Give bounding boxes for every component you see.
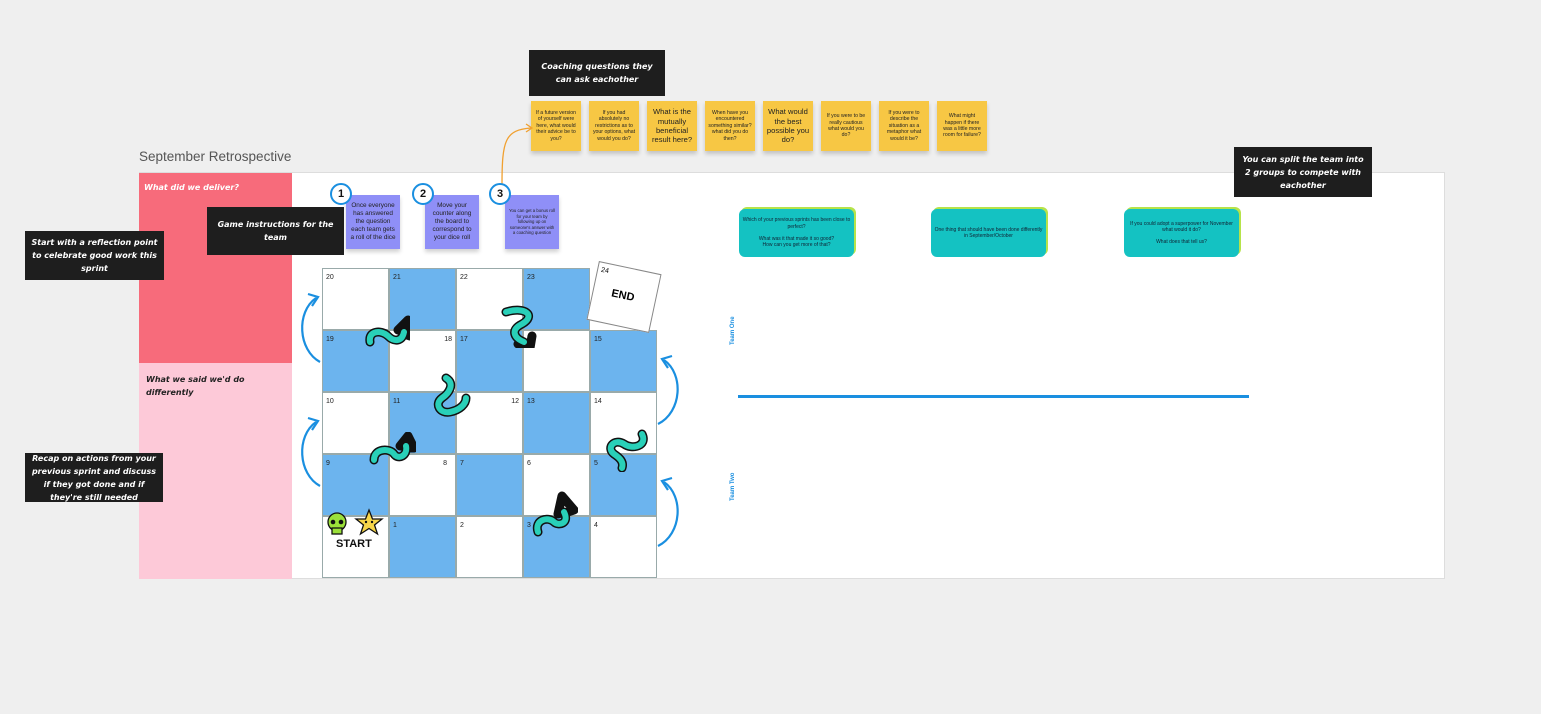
snake-icon bbox=[532, 491, 578, 537]
cell-number: 18 bbox=[444, 336, 452, 343]
star-counter-icon[interactable] bbox=[354, 508, 384, 536]
coaching-sticky[interactable]: What is the mutually beneficial result h… bbox=[647, 101, 697, 151]
step-number-badge: 3 bbox=[489, 183, 511, 205]
cell-number: 20 bbox=[326, 274, 334, 281]
step-sticky[interactable]: You can get a bonus roll for your team b… bbox=[505, 195, 559, 249]
coaching-sticky[interactable]: What would the best possible you do? bbox=[763, 101, 813, 151]
cell-number: 23 bbox=[527, 274, 535, 281]
cell-number: 6 bbox=[527, 460, 531, 467]
turn-arrow-icon bbox=[657, 476, 679, 547]
snake-icon bbox=[369, 432, 416, 465]
board-cell: 8 bbox=[389, 454, 456, 516]
cell-number: 21 bbox=[393, 274, 401, 281]
cell-number: 22 bbox=[460, 274, 468, 281]
question-card[interactable]: Which of your previous sprints has been … bbox=[739, 209, 854, 257]
game-instructions-note[interactable]: Game instructions for the team bbox=[207, 207, 344, 255]
cell-number: 13 bbox=[527, 398, 535, 405]
question-card[interactable]: If you could adopt a superpower for Nove… bbox=[1124, 209, 1239, 257]
snake-icon bbox=[501, 305, 537, 348]
end-tile-number: 24 bbox=[600, 266, 610, 276]
coaching-sticky[interactable]: When have you encountered something simi… bbox=[705, 101, 755, 151]
board-cell: 9 bbox=[322, 454, 389, 516]
cell-number: 14 bbox=[594, 398, 602, 405]
board-cell: 22 bbox=[456, 268, 523, 330]
skull-counter-icon[interactable] bbox=[324, 512, 350, 536]
recap-note[interactable]: Recap on actions from your previous spri… bbox=[25, 453, 163, 502]
coaching-questions-header[interactable]: Coaching questions they can ask eachothe… bbox=[529, 50, 665, 96]
board-cell: 21 bbox=[389, 268, 456, 330]
cell-number: 5 bbox=[594, 460, 598, 467]
team-two-label: Team Two bbox=[730, 472, 736, 501]
cell-number: 10 bbox=[326, 398, 334, 405]
turn-arrow-icon bbox=[301, 292, 321, 363]
deliver-section-label: What did we deliver? bbox=[144, 183, 239, 192]
coaching-sticky[interactable]: If you had absolutely no restrictions as… bbox=[589, 101, 639, 151]
cell-number: 11 bbox=[393, 398, 401, 405]
step-sticky[interactable]: Once everyone has answered the question … bbox=[346, 195, 400, 249]
cell-number: 7 bbox=[460, 460, 464, 467]
cell-number: 12 bbox=[511, 398, 519, 405]
cell-number: 19 bbox=[326, 336, 334, 343]
board-cell: 19 bbox=[322, 330, 389, 392]
cell-number: 8 bbox=[443, 460, 447, 467]
cell-number: 17 bbox=[460, 336, 468, 343]
board-cell: 20 bbox=[322, 268, 389, 330]
turn-arrow-icon bbox=[657, 354, 679, 425]
end-tile[interactable]: 24 END bbox=[586, 261, 662, 333]
board-cell: 15 bbox=[590, 330, 657, 392]
board-cell: 1 bbox=[389, 516, 456, 578]
step-number-badge: 1 bbox=[330, 183, 352, 205]
deliver-section[interactable] bbox=[139, 173, 292, 363]
cell-number: 2 bbox=[460, 522, 464, 529]
board-cell: 2 bbox=[456, 516, 523, 578]
connector-arrow bbox=[501, 123, 534, 186]
snake-icon bbox=[433, 373, 471, 417]
coaching-sticky[interactable]: If you were to be really cautious what w… bbox=[821, 101, 871, 151]
board-cell: 17 bbox=[456, 330, 523, 392]
board-cell: 13 bbox=[523, 392, 590, 454]
cell-number: 15 bbox=[594, 336, 602, 343]
cell-number: 1 bbox=[393, 522, 397, 529]
board-cell: 7 bbox=[456, 454, 523, 516]
snake-icon bbox=[606, 429, 648, 472]
question-card[interactable]: One thing that should have been done dif… bbox=[931, 209, 1046, 257]
step-sticky[interactable]: Move your counter along the board to cor… bbox=[425, 195, 479, 249]
cell-number: 3 bbox=[527, 522, 531, 529]
split-team-note[interactable]: You can split the team into 2 groups to … bbox=[1234, 147, 1372, 197]
coaching-sticky[interactable]: If a future version of yourself were her… bbox=[531, 101, 581, 151]
coaching-sticky[interactable]: What might happen if there was a little … bbox=[937, 101, 987, 151]
differently-section[interactable] bbox=[139, 363, 292, 579]
team-one-label: Team One bbox=[730, 316, 736, 345]
board-cell: 4 bbox=[590, 516, 657, 578]
coaching-sticky[interactable]: If you were to describe the situation as… bbox=[879, 101, 929, 151]
game-board: 20 21 22 23 19 18 17 16 15 10 11 12 13 1… bbox=[322, 268, 658, 578]
team-divider bbox=[738, 395, 1249, 398]
board-cell: 10 bbox=[322, 392, 389, 454]
reflection-note[interactable]: Start with a reflection point to celebra… bbox=[25, 231, 164, 280]
cell-number: 4 bbox=[594, 522, 598, 529]
start-label: START bbox=[336, 538, 372, 550]
snake-icon bbox=[365, 315, 410, 347]
step-number-badge: 2 bbox=[412, 183, 434, 205]
board-title: September Retrospective bbox=[139, 149, 292, 164]
board-cell: 23 bbox=[523, 268, 590, 330]
cell-number: 9 bbox=[326, 460, 330, 467]
differently-section-label: What we said we'd do differently bbox=[146, 375, 245, 397]
turn-arrow-icon bbox=[301, 416, 321, 487]
end-label: END bbox=[610, 287, 636, 305]
